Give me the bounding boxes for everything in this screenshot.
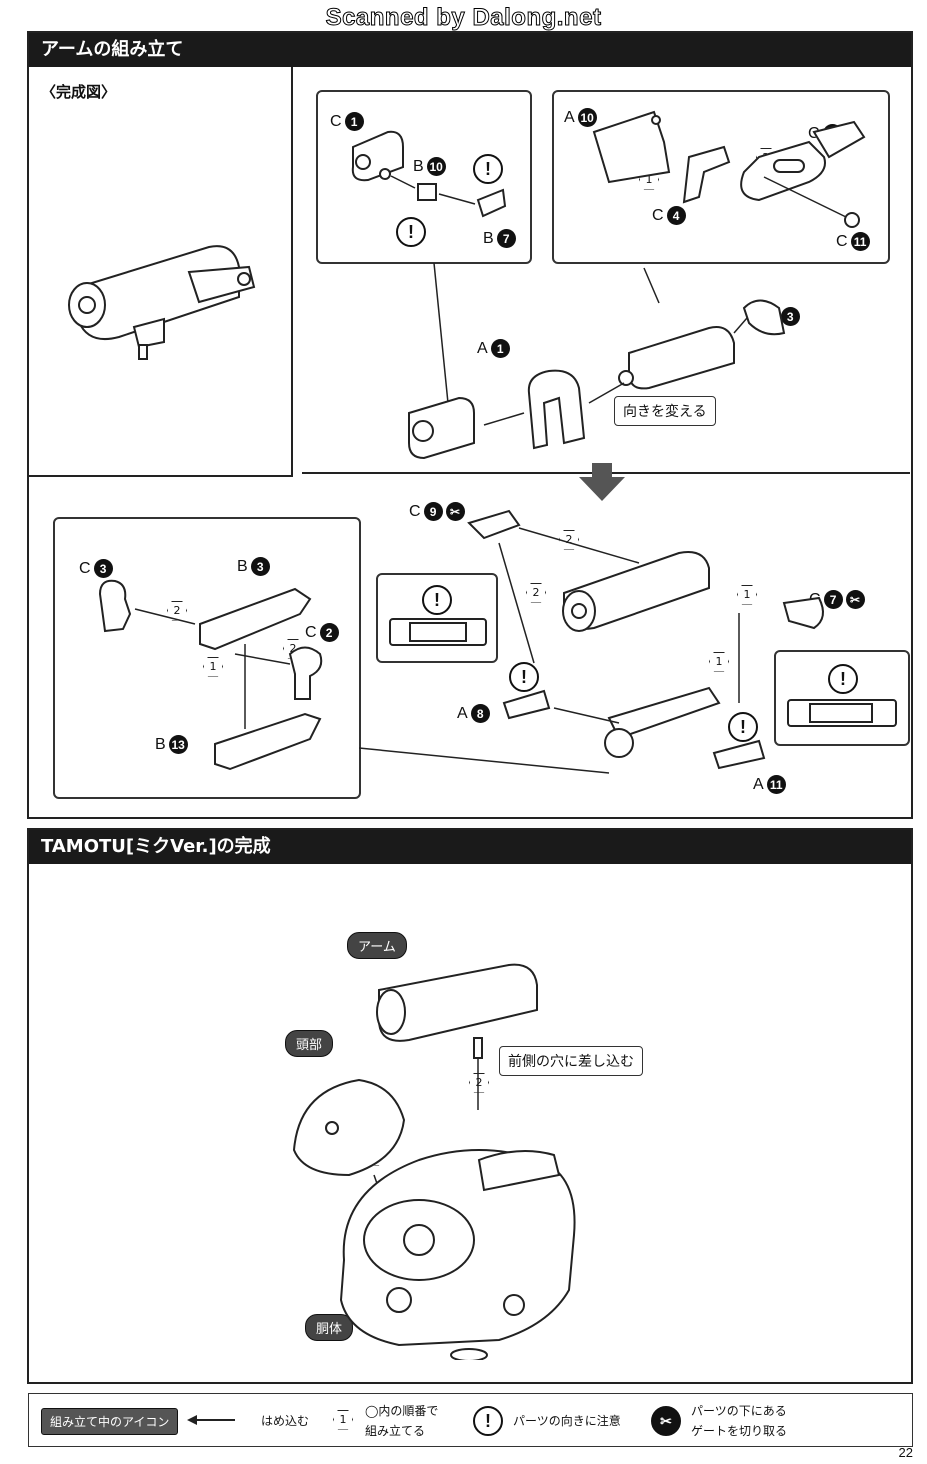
orientation-warning-icon: ! (509, 662, 539, 692)
assembly-icon-legend: 組み立て中のアイコン はめ込む 1 ◯内の順番で 組み立てる ! パーツの向きに… (28, 1393, 913, 1447)
arm-pill-label: アーム (347, 932, 407, 959)
tamotu-section-title: TAMOTU[ミクVer.]の完成 (29, 830, 911, 864)
legend-gate-line2: ゲートを切り取る (691, 1424, 788, 1438)
watermark: Scanned by Dalong.net (325, 4, 602, 32)
step-marker-1: 1 (203, 655, 225, 677)
side-cover-illustration (592, 110, 866, 228)
insert-front-hole-callout: 前側の穴に差し込む (499, 1046, 643, 1076)
a11-detail-illustration (787, 699, 897, 727)
step-marker-2: 2 (526, 581, 548, 603)
orientation-warning-icon: ! (828, 664, 858, 694)
head-joint-illustration (351, 130, 507, 218)
legend-step-icon: 1 (333, 1408, 355, 1430)
left-arrow-icon (187, 1415, 235, 1425)
orientation-warning-icon: ! (396, 217, 426, 247)
step-marker-2: 2 (469, 1071, 491, 1093)
detail-panel-side-cover: A10 C6 C4 C11 1 2 (552, 90, 890, 264)
arm-assembly-illustration (408, 263, 786, 460)
detail-callout-a8: ! (376, 573, 498, 663)
legend-title: 組み立て中のアイコン (41, 1408, 179, 1435)
completed-view-label: 〈完成図〉 (41, 83, 117, 101)
legend-gate-cut-icon: ✂ (651, 1406, 681, 1436)
a8-detail-illustration (389, 618, 487, 646)
arm-final-assembly-illustration (359, 509, 824, 774)
orientation-warning-icon: ! (728, 712, 758, 742)
base-frame-illustration (98, 579, 323, 771)
orientation-warning-icon: ! (473, 154, 503, 184)
legend-order-line1: ◯内の順番で (365, 1404, 439, 1418)
direction-change-callout: 向きを変える (614, 396, 716, 426)
legend-order-line2: 組み立てる (365, 1424, 426, 1438)
legend-gate-line1: パーツの下にある (691, 1404, 787, 1418)
completed-arm-illustration (68, 245, 256, 360)
tamotu-robot-illustration (292, 963, 576, 1360)
completed-view-box: 〈完成図〉 (29, 67, 293, 477)
legend-orientation-text: パーツの向きに注意 (513, 1414, 621, 1428)
tamotu-complete-section: TAMOTU[ミクVer.]の完成 アーム 頭部 胴体 前側の穴に差し込む 2 … (27, 828, 913, 1384)
down-arrow-icon (579, 463, 625, 501)
step-marker-1: 1 (737, 583, 759, 605)
body-pill-label: 胴体 (305, 1314, 354, 1341)
orientation-warning-icon: ! (422, 585, 452, 615)
gate-cut-icon: ✂ (845, 590, 865, 609)
head-pill-label: 頭部 (285, 1030, 334, 1057)
arm-section-title: アームの組み立て (29, 33, 911, 67)
legend-warning-icon: ! (473, 1406, 503, 1436)
gate-cut-icon: ✂ (445, 502, 465, 521)
detail-callout-a11: ! (774, 650, 910, 746)
legend-snap-text: はめ込む (261, 1414, 310, 1428)
step-marker-1: 1 (709, 650, 731, 672)
page-number: 22 (898, 1445, 913, 1460)
